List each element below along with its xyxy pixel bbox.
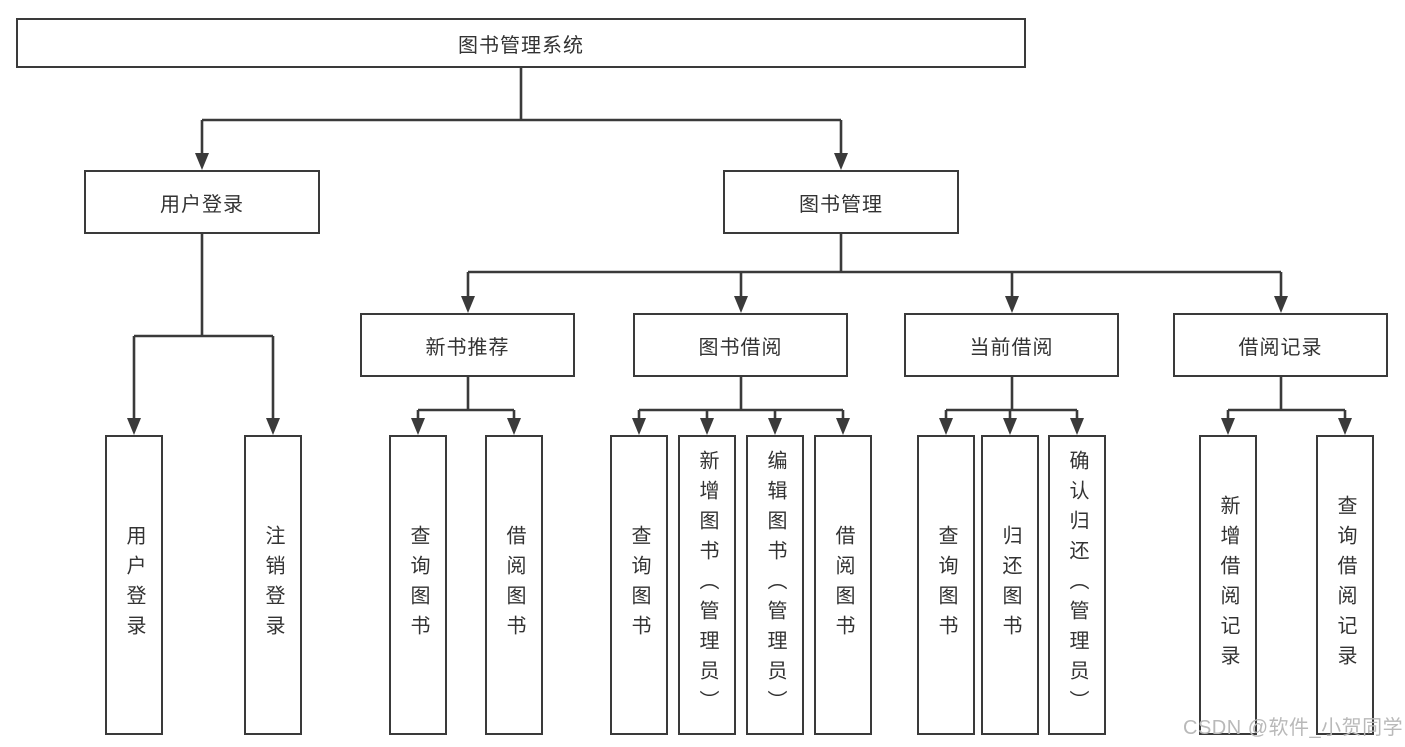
connector-book-borrow-to-leaves [632, 377, 850, 435]
connector-new-books-to-leaves [411, 377, 521, 435]
leaf-logout: 注销登录 [244, 435, 302, 735]
connector-current-borrow-to-leaves [939, 377, 1084, 435]
connector-borrow-records-to-leaves [1221, 377, 1352, 435]
leaf-query-borrow-record: 查询借阅记录 [1316, 435, 1374, 735]
node-borrowing-records: 借阅记录 [1173, 313, 1388, 377]
leaf-query-books-recommend: 查询图书 [389, 435, 447, 735]
connector-user-login-to-leaves [127, 234, 280, 435]
node-book-management-branch: 图书管理 [723, 170, 959, 234]
node-new-book-recommendation: 新书推荐 [360, 313, 575, 377]
leaf-borrow-books-recommend: 借阅图书 [485, 435, 543, 735]
node-user-login-branch: 用户登录 [84, 170, 320, 234]
csdn-watermark: CSDN @软件_小贺同学 [1183, 717, 1404, 739]
leaf-return-books: 归还图书 [981, 435, 1039, 735]
node-library-system-root: 图书管理系统 [16, 18, 1026, 68]
leaf-add-books-admin: 新增图书（管理员） [678, 435, 736, 735]
node-book-borrowing: 图书借阅 [633, 313, 848, 377]
leaf-confirm-return-admin: 确认归还（管理员） [1048, 435, 1106, 735]
leaf-query-books-borrowing: 查询图书 [610, 435, 668, 735]
connector-book-mgmt-to-modules [461, 234, 1288, 313]
node-current-borrowing: 当前借阅 [904, 313, 1119, 377]
connector-root-to-branches [195, 68, 848, 170]
leaf-user-login: 用户登录 [105, 435, 163, 735]
leaf-edit-books-admin: 编辑图书（管理员） [746, 435, 804, 735]
leaf-query-books-current: 查询图书 [917, 435, 975, 735]
leaf-add-borrow-record: 新增借阅记录 [1199, 435, 1257, 735]
leaf-borrow-books: 借阅图书 [814, 435, 872, 735]
